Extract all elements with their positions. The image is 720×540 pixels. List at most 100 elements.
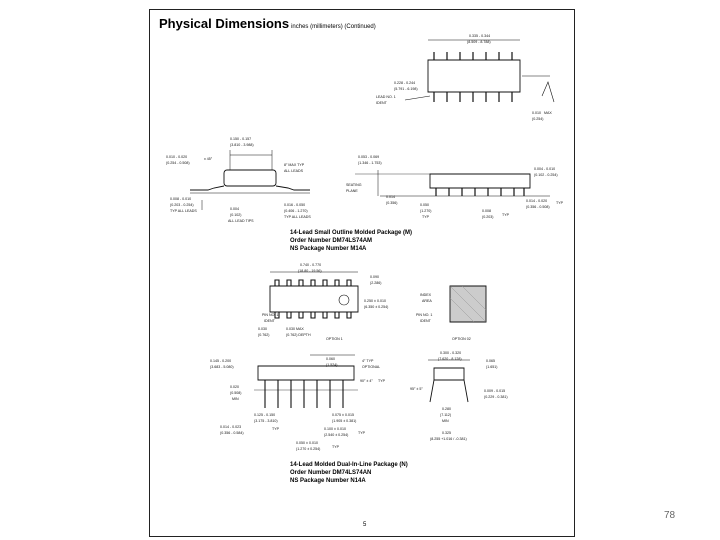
slide-number: 78 xyxy=(664,510,676,521)
dip-index-label: INDEX xyxy=(420,293,432,297)
dip-caption-title: 14-Lead Molded Dual-In-Line Package (N) xyxy=(290,462,408,468)
dip-end-dim-3-mm: (0.229 - 0.381) xyxy=(484,395,508,399)
soic-side-view xyxy=(190,150,310,210)
soic-front-dim-3-note: TYP xyxy=(422,215,430,219)
soic-dim-length-mm: (8.509 - 8.788) xyxy=(467,40,491,44)
soic-front-view xyxy=(355,170,550,196)
dip-end-angle: 95° ± 5° xyxy=(410,387,423,391)
dip-dim-5-mm: (0.762) DEPTH xyxy=(286,333,311,337)
dip-dim-3: 0.250 ± 0.010 xyxy=(364,299,386,303)
dip-side-dim-3-note: MIN xyxy=(232,397,239,401)
soic-front-dim-5: 0.014 - 0.020 xyxy=(526,199,547,203)
dip-side-angle: 4° TYP xyxy=(362,359,374,363)
dip-end-dim-1-mm: (7.620 - 8.128) xyxy=(438,357,462,361)
dip-dim-2: 0.090 xyxy=(370,275,379,279)
dip-side-dim-5: 0.014 - 0.023 xyxy=(220,425,241,429)
dip-side-dim-6-mm: (1.905 ± 0.381) xyxy=(332,419,356,423)
soic-dim-max-label: MAX xyxy=(544,111,552,115)
soic-dim-width: 0.228 - 0.244 xyxy=(394,81,415,85)
title-main: Physical Dimensions xyxy=(159,16,290,31)
dip-end-dim-4-mm: (7.112) xyxy=(440,413,451,417)
soic-caption-title: 14-Lead Small Outline Molded Package (M) xyxy=(290,230,413,236)
dip-side-dim-2: 0.060 xyxy=(326,357,335,361)
soic-front-dim-3-mm: (1.270) xyxy=(420,209,431,213)
soic-front-dim-1: 0.053 - 0.069 xyxy=(358,155,379,159)
dip-option-1-label: OPTION 1 xyxy=(326,337,343,341)
dip-caption: 14-Lead Molded Dual-In-Line Package (N) … xyxy=(290,461,408,485)
soic-seating-label: SEATING xyxy=(346,183,362,187)
dip-side-dim-8-note: TYP xyxy=(332,445,340,449)
dip-side-view xyxy=(254,355,358,408)
soic-caption-package: NS Package Number M14A xyxy=(290,246,367,252)
soic-side-dim-3-mm: (0.203 - 0.254) xyxy=(170,203,194,207)
dip-side-dim-3: 0.020 xyxy=(230,385,239,389)
soic-caption-order: Order Number DM74LS74AM xyxy=(290,238,373,244)
soic-front-dim-3: 0.050 xyxy=(420,203,429,207)
soic-side-dim-5-mm: (0.406 - 1.270) xyxy=(284,209,308,213)
soic-side-dim-4-note: ALL LEAD TIPS xyxy=(228,219,254,223)
dip-side-lead-angle: 90° ± 4° xyxy=(360,379,373,383)
soic-side-angle: 8° MAX TYP xyxy=(284,163,305,167)
soic-front-dim-1-mm: (1.346 - 1.753) xyxy=(358,161,382,165)
dip-side-dim-8-mm: (1.270 ± 0.254) xyxy=(296,447,320,451)
soic-pin1-ident: IDENT xyxy=(376,101,388,105)
dip-dim-3-mm: (6.350 ± 0.254) xyxy=(364,305,388,309)
soic-dim-width-mm: (5.791 - 6.198) xyxy=(394,87,418,91)
soic-plane-label: PLANE xyxy=(346,189,358,193)
soic-front-dim-6-mm: (0.203) xyxy=(482,215,493,219)
dip-side-angle-note: OPTIONAL xyxy=(362,365,380,369)
soic-front-dim-2: 0.014 xyxy=(386,195,395,199)
package-drawings: 0.335 - 0.344 (8.509 - 8.788) 0.228 - 0.… xyxy=(166,34,564,451)
dip-end-dim-2: 0.065 xyxy=(486,359,495,363)
soic-dim-max: 0.010 xyxy=(532,111,541,115)
soic-side-angle-note: ALL LEADS xyxy=(284,169,304,173)
soic-side-dim-1: 0.150 - 0.157 xyxy=(230,137,251,141)
dip-dim-length: 0.740 - 0.770 xyxy=(300,263,321,267)
page-number: 5 xyxy=(363,522,367,528)
soic-front-dim-5-mm: (0.356 - 0.508) xyxy=(526,205,550,209)
dip-opt2-pin1-label: PIN NO. 1 xyxy=(416,313,432,317)
title-subtitle: inches (millimeters) (Continued) xyxy=(291,24,376,30)
soic-caption: 14-Lead Small Outline Molded Package (M)… xyxy=(290,229,412,253)
dip-end-dim-5: 0.325 xyxy=(442,431,451,435)
soic-side-dim-4: 0.004 xyxy=(230,207,239,211)
dip-end-dim-4: 0.280 xyxy=(442,407,451,411)
dip-side-dim-1: 0.145 - 0.200 xyxy=(210,359,231,363)
soic-side-dim-3-note: TYP ALL LEADS xyxy=(170,209,197,213)
dip-side-dim-7-note: TYP xyxy=(358,431,366,435)
soic-side-dim-2: 0.010 - 0.020 xyxy=(166,155,187,159)
dip-option-02 xyxy=(450,286,486,322)
soic-front-dim-6-note: TYP xyxy=(502,213,510,217)
dip-dim-5: 0.030 MAX xyxy=(286,327,304,331)
dip-side-dim-8: 0.050 ± 0.010 xyxy=(296,441,318,445)
soic-dim-length: 0.335 - 0.344 xyxy=(469,34,490,38)
soic-front-dim-4-mm: (0.102 - 0.254) xyxy=(534,173,558,177)
dip-end-dim-5-mm: (8.255 +1.016 / -0.381) xyxy=(430,437,467,441)
soic-pin1-label: LEAD NO. 1 xyxy=(376,95,396,99)
dip-area-label: AREA xyxy=(422,299,432,303)
dip-end-dim-3: 0.009 - 0.015 xyxy=(484,389,505,393)
dip-top-view xyxy=(270,272,358,318)
dip-side-dim-7: 0.100 ± 0.010 xyxy=(324,427,346,431)
dip-end-view xyxy=(428,360,470,402)
dip-side-dim-5-note: TYP xyxy=(272,427,280,431)
soic-front-dim-4: 0.004 - 0.010 xyxy=(534,167,555,171)
dip-opt2-pin1-ident: IDENT xyxy=(420,319,432,323)
dip-side-dim-2-mm: (1.524) xyxy=(326,363,337,367)
soic-side-dim-4-mm: (0.102) xyxy=(230,213,241,217)
dip-pin1-label: PIN NO. 1 xyxy=(262,313,278,317)
soic-front-dim-5-note: TYP xyxy=(556,201,564,205)
soic-dim-max-mm: (0.254) xyxy=(532,117,543,121)
soic-side-dim-2-mm: (0.254 - 0.508) xyxy=(166,161,190,165)
dip-side-dim-6: 0.075 ± 0.015 xyxy=(332,413,354,417)
soic-front-dim-2-mm: (0.356) xyxy=(386,201,397,205)
dip-side-dim-4: 0.125 - 0.150 xyxy=(254,413,275,417)
soic-side-dim-5: 0.016 - 0.050 xyxy=(284,203,305,207)
soic-side-dim-1-mm: (3.810 - 3.988) xyxy=(230,143,254,147)
dip-side-dim-4-mm: (3.175 - 3.810) xyxy=(254,419,278,423)
soic-side-dim-3: 0.008 - 0.010 xyxy=(170,197,191,201)
soic-top-view xyxy=(405,40,554,102)
